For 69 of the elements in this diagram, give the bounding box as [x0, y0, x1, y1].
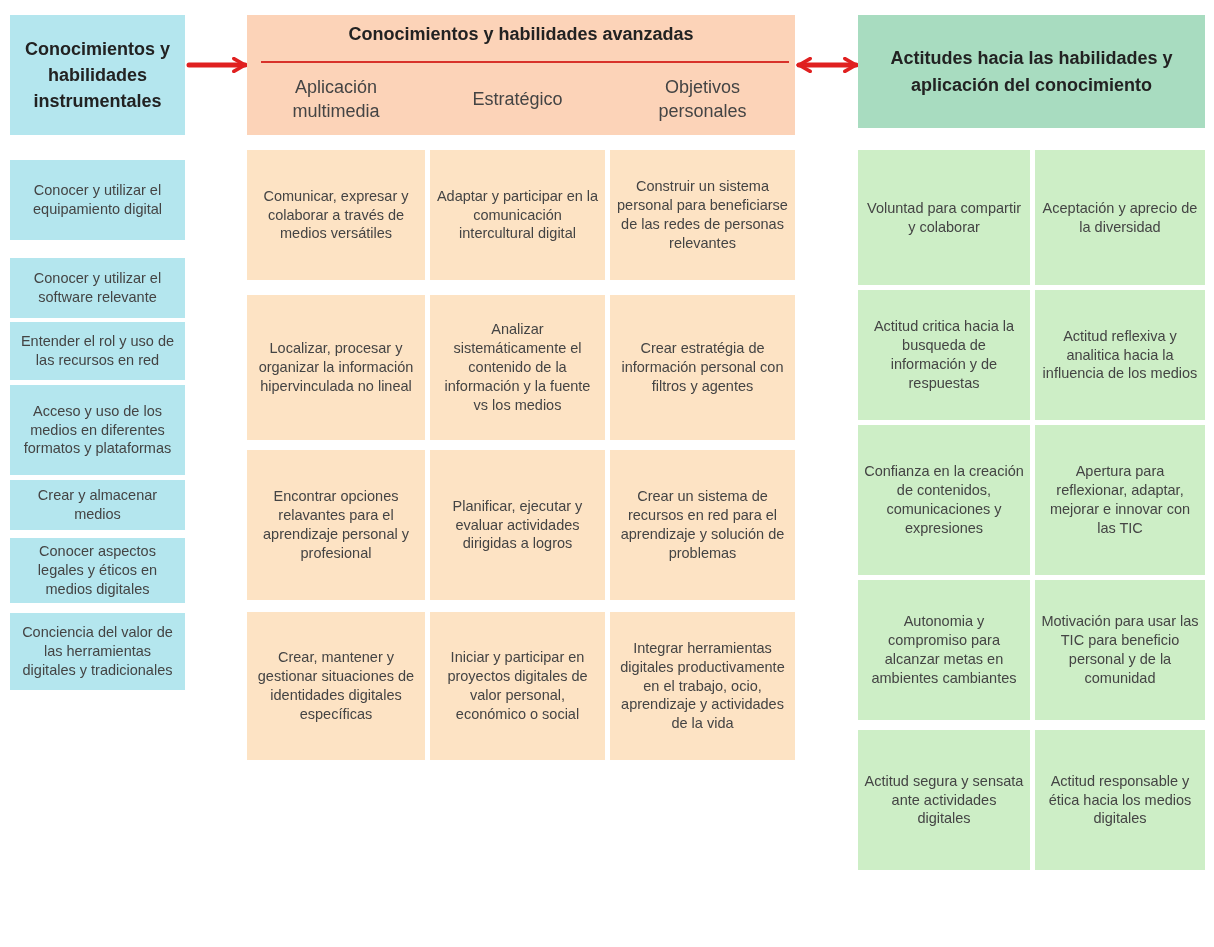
card-text: Conciencia del valor de las herramientas digitales y tradicionales	[21, 623, 174, 680]
text-card	[10, 480, 185, 530]
card-text: Apertura para reflexionar, adaptar, mejorar e innovar con las TIC	[1048, 462, 1192, 538]
card-text: Entender el rol y uso de las recursos en red	[19, 332, 176, 370]
text-card	[430, 612, 605, 760]
card-text: Acceso y uso de los medios en diferentes formatos y plataformas	[22, 401, 173, 459]
text-card	[430, 150, 605, 280]
card-text: Integrar herramientas digitales productivamente en el trabajo, ocio, aprendizaje y actividades de la vida	[619, 638, 786, 734]
card-text: Motivación para usar las TIC para beneficio personal y de la comunidad	[1041, 612, 1199, 688]
text-card	[247, 295, 425, 440]
card-text: Actitud responsable y ética hacia los medios digitales	[1047, 771, 1193, 829]
text-card	[10, 613, 185, 690]
card-text: Adaptar y participar en la comunicación intercultural digital	[436, 186, 599, 244]
card-text: Crear, mantener y gestionar situaciones de identidades digitales específicas	[256, 648, 416, 724]
card-text: Conocer y utilizar el software relevante	[32, 269, 163, 307]
column-heading: Objetivos personales	[657, 75, 748, 123]
text-card	[610, 295, 795, 440]
card-text: Confianza en la creación de contenidos, comunicaciones y expresiones	[864, 462, 1024, 538]
card-text: Voluntad para compartir y colaborar	[866, 198, 1022, 237]
arrow	[796, 56, 859, 74]
text-card	[247, 450, 425, 600]
text-card	[858, 730, 1030, 870]
text-card	[610, 612, 795, 760]
text-card	[1035, 730, 1205, 870]
card-text: Conocer y utilizar el equipamiento digital	[32, 181, 163, 219]
card-text: Analizar sistemáticamente el contenido de la información y la fuente vs los medios	[443, 320, 592, 415]
text-card	[1035, 150, 1205, 285]
text-card	[610, 450, 795, 600]
card-text: Actitud reflexiva y analitica hacia la influencia de los medios	[1041, 326, 1199, 384]
text-card	[10, 160, 185, 240]
card-text: Crear un sistema de recursos en red para el aprendizaje y solución de problemas	[619, 487, 786, 563]
header-panel	[10, 15, 185, 135]
header-title: Conocimientos y habilidades avanzadas	[347, 23, 695, 46]
column-heading: Estratégico	[471, 87, 564, 111]
text-card	[858, 290, 1030, 420]
text-card	[10, 258, 185, 318]
card-text: Actitud segura y sensata ante actividades digitales	[864, 771, 1024, 829]
card-text: Planificar, ejecutar y evaluar actividades dirigidas a logros	[451, 496, 584, 554]
text-card	[430, 450, 605, 600]
text-card	[1035, 580, 1205, 720]
card-text: Encontrar opciones relavantes para el aprendizaje personal y profesional	[262, 487, 410, 563]
text-card	[610, 150, 795, 280]
text-card	[858, 580, 1030, 720]
card-text: Comunicar, expresar y colaborar a través de medios versátiles	[262, 186, 410, 244]
card-text: Construir un sistema personal para beneficiarse de las redes de personas relevantes	[616, 177, 789, 253]
text-card	[247, 612, 425, 760]
header-panel	[247, 15, 795, 135]
text-card	[430, 295, 605, 440]
header-panel	[858, 15, 1205, 128]
card-text: Autonomia y compromiso para alcanzar metas en ambientes cambiantes	[870, 612, 1018, 688]
text-card	[858, 150, 1030, 285]
card-text: Iniciar y participar en proyectos digitales de valor personal, económico o social	[446, 648, 589, 724]
text-card	[10, 538, 185, 603]
arrow	[186, 56, 248, 74]
card-text: Conocer aspectos legales y éticos en medios digitales	[36, 542, 159, 599]
text-card	[247, 150, 425, 280]
card-text: Crear estratégia de información personal con filtros y agentes	[620, 339, 785, 396]
header-title: Actitudes hacia las habilidades y aplicación del conocimiento	[889, 47, 1174, 97]
text-card	[1035, 290, 1205, 420]
card-text: Aceptación y aprecio de la diversidad	[1041, 198, 1199, 237]
header-title: Conocimientos y habilidades instrumentales	[24, 37, 171, 114]
text-card	[10, 322, 185, 380]
card-text: Actitud critica hacia la busqueda de información y de respuestas	[872, 317, 1016, 393]
text-card	[858, 425, 1030, 575]
card-text: Localizar, procesar y organizar la información hipervinculada no lineal	[257, 339, 415, 396]
card-text: Crear y almacenar medios	[36, 486, 159, 524]
text-card	[10, 385, 185, 475]
column-heading: Aplicación multimedia	[291, 75, 381, 123]
text-card	[1035, 425, 1205, 575]
